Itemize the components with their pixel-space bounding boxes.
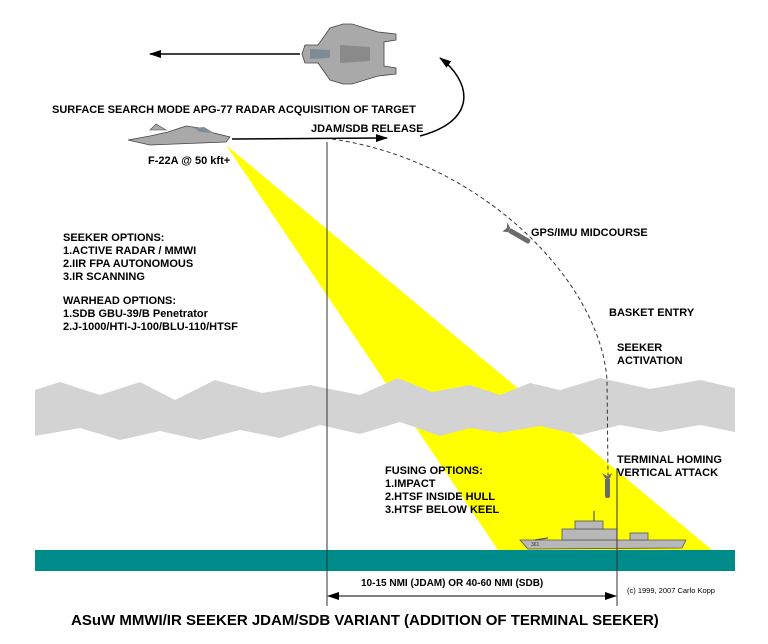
f22-profile-icon (127, 123, 231, 146)
list-item: 2.IIR FPA AUTONOMOUS (63, 258, 194, 270)
seeker-options-block: SEEKER OPTIONS: 1.ACTIVE RADAR / MMWI 2.… (63, 232, 196, 284)
terminal-weapon (602, 473, 612, 498)
basket-entry-label: BASKET ENTRY (609, 307, 695, 319)
warhead-options-block: WARHEAD OPTIONS: 1.SDB GBU-39/B Penetrat… (63, 295, 238, 334)
list-item: 2.J-1000/HTI-J-100/BLU-110/HTSF (63, 321, 238, 333)
seeker-options-title: SEEKER OPTIONS: (63, 232, 165, 244)
aircraft-label: F-22A @ 50 kft+ (148, 155, 231, 167)
release-label: JDAM/SDB RELEASE (311, 123, 424, 135)
midcourse-label: GPS/IMU MIDCOURSE (531, 227, 648, 239)
fusing-options-title: FUSING OPTIONS: (385, 465, 483, 477)
terminal-homing-label: TERMINAL HOMING VERTICAL ATTACK (617, 454, 722, 479)
cloud-layer (35, 378, 735, 440)
seeker-activation-label: SEEKER ACTIVATION (617, 342, 683, 367)
weapon-trajectory (331, 138, 609, 476)
target-ship: 361 (519, 511, 687, 550)
list-item: 3.HTSF BELOW KEEL (385, 504, 500, 516)
copyright-label: (c) 1999, 2007 Carlo Kopp (627, 586, 715, 595)
approach-arrow (231, 134, 388, 143)
turn-arrow (419, 57, 465, 137)
warhead-options-title: WARHEAD OPTIONS: (63, 295, 177, 307)
radar-beam (226, 145, 712, 550)
ship-hull-number: 361 (531, 542, 540, 548)
list-item: 1.SDB GBU-39/B Penetrator (63, 308, 208, 320)
list-item: 3.IR SCANNING (63, 271, 145, 283)
list-item: 1.IMPACT (385, 478, 436, 490)
fusing-options-block: FUSING OPTIONS: 1.IMPACT 2.HTSF INSIDE H… (385, 465, 499, 517)
list-item: 2.HTSF INSIDE HULL (385, 491, 496, 503)
diagram-caption: ASuW MMWI/IR SEEKER JDAM/SDB VARIANT (AD… (71, 612, 659, 629)
f22-planform-icon (301, 23, 397, 85)
range-label: 10-15 NMI (JDAM) OR 40-60 NMI (SDB) (361, 578, 544, 589)
radar-acquisition-label: SURFACE SEARCH MODE APG-77 RADAR ACQUISI… (52, 104, 416, 116)
list-item: 1.ACTIVE RADAR / MMWI (63, 245, 197, 257)
midcourse-weapon (502, 222, 531, 244)
sea-surface (35, 550, 735, 571)
